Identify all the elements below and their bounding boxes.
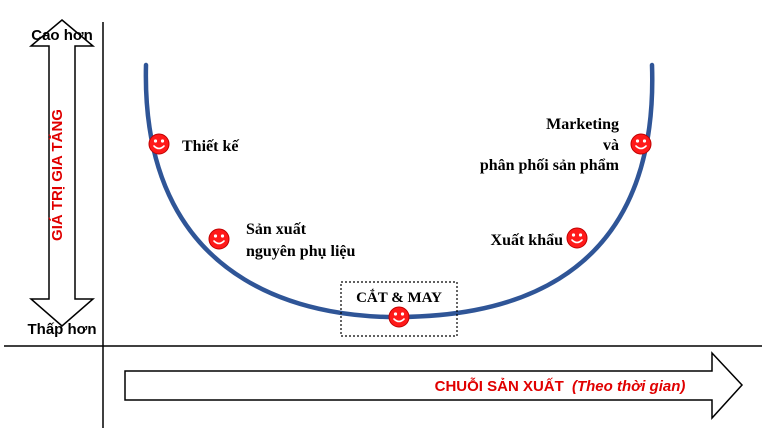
y-axis-bottom-label: Thấp hơn (28, 321, 97, 338)
smiley-icon-marketing (630, 133, 652, 155)
label-marketing-line2: và (603, 137, 619, 154)
label-materials-line1: Sản xuất (246, 221, 307, 238)
smiley-icon-design (148, 133, 170, 155)
label-design: Thiết kế (182, 138, 239, 155)
label-marketing-line3: phân phối sản phẩm (480, 157, 620, 174)
x-axis-title-text: CHUỖI SẢN XUẤT (Theo thời gian) (435, 377, 686, 395)
smiley-icon-export (566, 227, 588, 249)
label-materials-line2: nguyên phụ liệu (246, 243, 355, 260)
smiley-icon-cut-make (388, 306, 410, 328)
label-cut-make: CẮT & MAY (356, 289, 442, 306)
smile-curve (143, 62, 655, 320)
label-marketing-line1: Marketing (546, 116, 619, 133)
x-axis-subtitle: (Theo thời gian) (572, 378, 685, 395)
cut-make-box (340, 281, 458, 337)
y-axis-top-label: Cao hơn (31, 27, 93, 44)
y-axis-title: GIÁ TRỊ GIA TĂNG (49, 109, 66, 241)
value-added-double-arrow (28, 19, 96, 327)
production-chain-arrow (124, 351, 744, 420)
x-axis-title: CHUỖI SẢN XUẤT (435, 377, 564, 395)
smiley-icon-materials (208, 228, 230, 250)
label-export: Xuất khẩu (491, 232, 564, 249)
